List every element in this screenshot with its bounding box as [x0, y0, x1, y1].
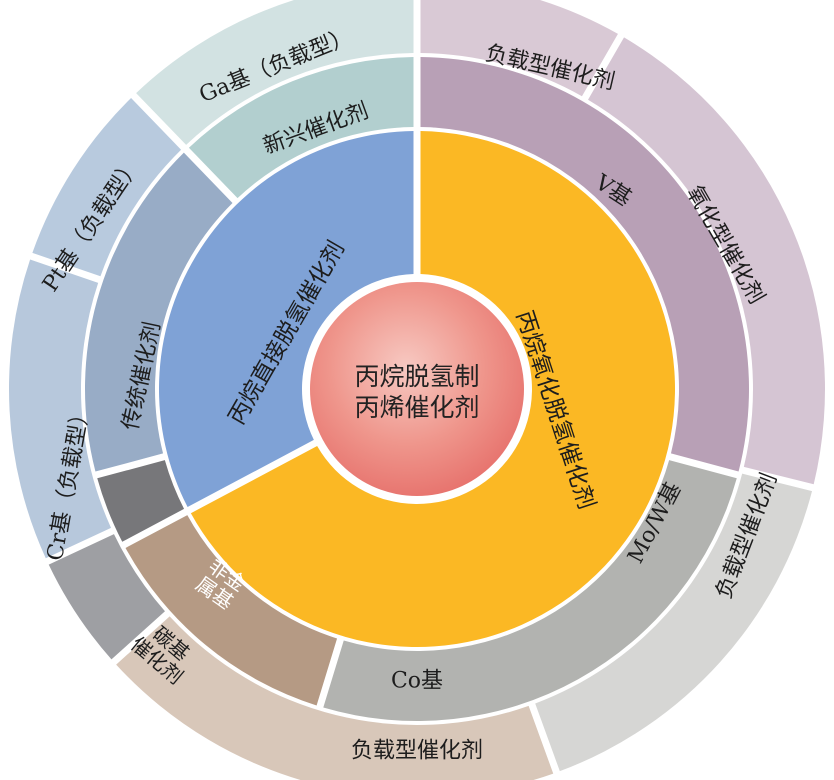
ring2-segment-mow — [323, 460, 737, 722]
ring2-segment-emerging — [188, 57, 414, 199]
outer-segment-mow-supported — [535, 473, 813, 772]
ring3-label-co-supported: 负载型催化剂 — [351, 739, 483, 764]
center-label-line1: 丙烷脱氢制 — [354, 362, 479, 391]
ring2-segment-v — [420, 57, 749, 472]
outer-segment-v-supported — [420, 0, 618, 97]
outer-segment-v-oxide — [588, 37, 826, 485]
ring1-segment-direct-dehydrogenation — [158, 131, 414, 508]
ring2-segment-traditional — [84, 152, 233, 472]
ring2-segment-co — [125, 515, 338, 706]
outer-segment-co-supported — [116, 616, 554, 780]
outer-segment-pt-supported — [32, 97, 182, 277]
outer-segment-ga-supported — [136, 0, 414, 145]
center-label-line2: 丙烯催化剂 — [354, 393, 479, 422]
outer-segment-cr-supported — [9, 259, 112, 559]
center-circle — [310, 282, 524, 496]
ring2-label-co: Co基 — [391, 669, 443, 694]
outer-segment-carbon — [48, 534, 165, 660]
ring2-segment-nonmetal — [97, 460, 185, 542]
ring1-segment-oxidative-dehydrogenation — [190, 131, 675, 647]
